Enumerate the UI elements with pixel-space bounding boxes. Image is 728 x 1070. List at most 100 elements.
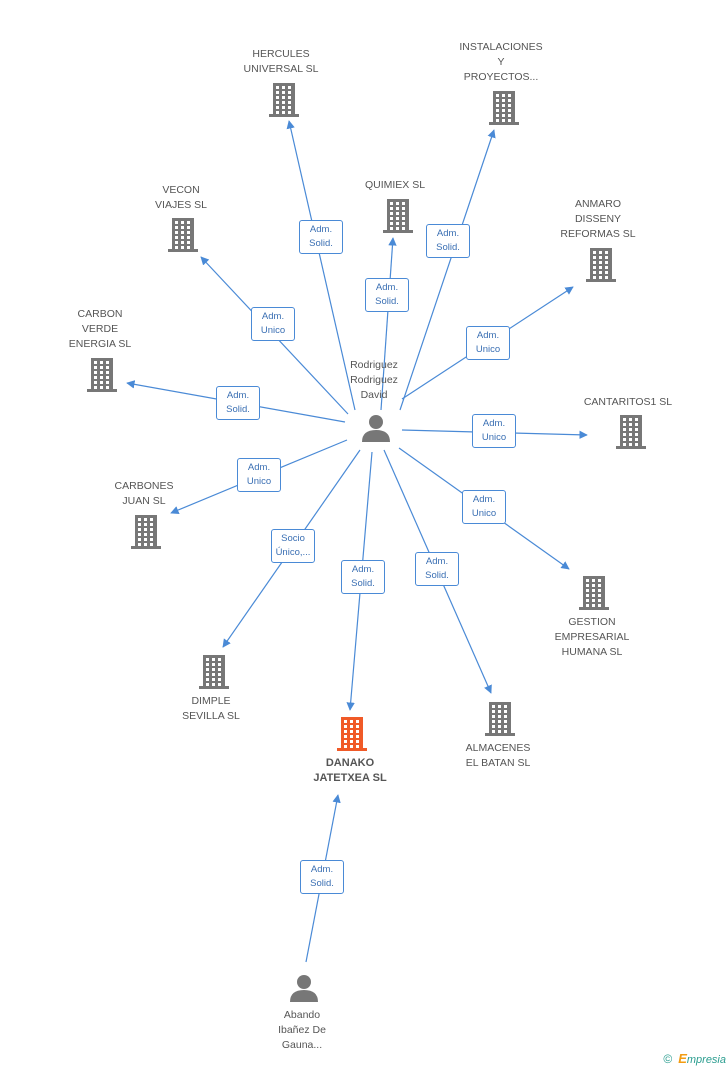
- building-icon-danako[interactable]: [337, 717, 367, 751]
- edge-label-line: Adm.: [425, 556, 449, 567]
- node-label-line: DIMPLE: [191, 695, 231, 707]
- building-icon-instalaciones[interactable]: [489, 91, 519, 125]
- edge-label-line: Solid.: [309, 238, 333, 249]
- edge-label-vecon[interactable]: Adm. Unico: [251, 307, 295, 341]
- node-label-line: CANTARITOS1 SL: [583, 396, 673, 408]
- edge-label-gestion[interactable]: Adm. Unico: [462, 490, 506, 524]
- building-icon-vecon[interactable]: [168, 218, 198, 252]
- building-icon-carbon_verde[interactable]: [87, 358, 117, 392]
- node-label-line: PROYECTOS...: [463, 71, 539, 83]
- node-label-line: EMPRESARIAL: [554, 631, 630, 643]
- edge-label-cantaritos[interactable]: Adm.Unico: [472, 414, 516, 448]
- edge-label-danako[interactable]: Adm. Solid.: [341, 560, 385, 594]
- edge-label-danako[interactable]: Adm.Solid.: [300, 860, 344, 894]
- edge-label-line: Adm.: [472, 494, 496, 505]
- edge-label-line: Socio: [281, 533, 305, 544]
- copyright-icon: ©: [663, 1052, 673, 1066]
- node-label-line: DISSENY: [574, 213, 622, 225]
- edge-label-line: Solid.: [425, 570, 449, 581]
- person-icon-abando[interactable]: [290, 975, 318, 1002]
- building-icon-quimiex[interactable]: [383, 199, 413, 233]
- person-icon-rodriguez[interactable]: [362, 415, 390, 442]
- node-label-line: Gauna...: [281, 1039, 323, 1051]
- edge-label-line: Unico: [475, 344, 501, 355]
- node-label-line: ENERGIA SL: [68, 338, 132, 350]
- edge-label-line: Adm.: [247, 462, 271, 473]
- edge-label-line: Unico: [260, 325, 286, 336]
- node-label-instalaciones[interactable]: INSTALACIONES Y PROYECTOS...: [459, 40, 542, 85]
- node-label-line: ALMACENES: [465, 742, 531, 754]
- edge-label-line: Adm.: [476, 330, 500, 341]
- node-label-line: HUMANA SL: [561, 646, 623, 658]
- edge-label-line: Único,...: [275, 547, 311, 558]
- edge-label-instalaciones[interactable]: Adm. Solid.: [426, 224, 470, 258]
- edge-label-line: Adm.: [309, 224, 333, 235]
- node-label-line: INSTALACIONES: [459, 41, 543, 53]
- node-label-line: HERCULES: [252, 48, 310, 60]
- building-icon-carbones[interactable]: [131, 515, 161, 549]
- node-label-line: ANMARO: [574, 198, 622, 210]
- node-label-line: REFORMAS SL: [560, 228, 636, 240]
- edge-label-line: Solid.: [351, 578, 375, 589]
- edge-label-line: Solid.: [375, 296, 399, 307]
- edge-rodriguez-to-hercules: [286, 120, 356, 411]
- building-icon-almacenes[interactable]: [485, 702, 515, 736]
- node-label-dimple[interactable]: DIMPLE SEVILLA SL: [182, 694, 240, 724]
- node-label-line: Ibañez De: [278, 1024, 326, 1036]
- node-label-line: UNIVERSAL SL: [243, 63, 319, 75]
- node-label-line: David: [360, 389, 388, 401]
- edge-label-carbones[interactable]: Adm. Unico: [237, 458, 281, 492]
- node-label-carbones[interactable]: CARBONES JUAN SL: [115, 479, 174, 509]
- node-label-quimiex[interactable]: QUIMIEX SL: [365, 178, 425, 193]
- edge-label-line: Unico: [246, 476, 272, 487]
- node-label-line: Rodriguez: [350, 374, 398, 386]
- node-label-line: VIAJES SL: [155, 199, 207, 211]
- building-icon-dimple[interactable]: [199, 655, 229, 689]
- node-label-line: GESTION: [568, 616, 616, 628]
- node-label-cantaritos[interactable]: CANTARITOS1 SL: [584, 395, 672, 410]
- edge-label-line: Adm.: [226, 390, 250, 401]
- node-label-line: CARBONES: [114, 480, 174, 492]
- node-label-line: DANAKO: [325, 757, 375, 769]
- building-icon-gestion[interactable]: [579, 576, 609, 610]
- edge-label-line: Adm.: [310, 864, 334, 875]
- node-label-vecon[interactable]: VECON VIAJES SL: [155, 183, 207, 213]
- node-label-line: QUIMIEX SL: [364, 179, 426, 191]
- node-label-line: SEVILLA SL: [182, 710, 240, 722]
- node-label-line: JATETXEA SL: [313, 772, 387, 784]
- node-label-line: VECON: [162, 184, 200, 196]
- edge-label-carbon_verde[interactable]: Adm. Solid.: [216, 386, 260, 420]
- edge-label-quimiex[interactable]: Adm.Solid.: [365, 278, 409, 312]
- node-label-line: CARBON: [77, 308, 123, 320]
- node-label-line: JUAN SL: [122, 495, 166, 507]
- node-label-almacenes[interactable]: ALMACENES EL BATAN SL: [466, 741, 531, 771]
- edge-label-anmaro[interactable]: Adm. Unico: [466, 326, 510, 360]
- node-label-line: Y: [497, 56, 505, 68]
- building-icon-hercules[interactable]: [269, 83, 299, 117]
- edge-label-line: Solid.: [436, 242, 460, 253]
- edge-label-line: Adm.: [261, 311, 285, 322]
- edge-label-line: Adm.: [436, 228, 460, 239]
- node-label-gestion[interactable]: GESTION EMPRESARIAL HUMANA SL: [555, 615, 630, 660]
- edge-rodriguez-to-quimiex: [380, 237, 397, 411]
- edge-label-almacenes[interactable]: Adm. Solid.: [415, 552, 459, 586]
- building-icon-cantaritos[interactable]: [616, 415, 646, 449]
- edge-label-hercules[interactable]: Adm. Solid.: [299, 220, 343, 254]
- node-label-danako[interactable]: DANAKO JATETXEA SL: [313, 756, 386, 786]
- edge-label-line: Solid.: [226, 404, 250, 415]
- edge-label-line: Adm.: [351, 564, 375, 575]
- node-label-anmaro[interactable]: ANMARO DISSENY REFORMAS SL: [560, 197, 635, 242]
- node-label-line: Abando: [283, 1009, 321, 1021]
- edge-rodriguez-to-instalaciones: [399, 129, 496, 411]
- node-label-line: EL BATAN SL: [465, 757, 531, 769]
- edge-label-line: Unico: [481, 432, 507, 443]
- node-label-hercules[interactable]: HERCULES UNIVERSAL SL: [244, 47, 319, 77]
- building-icon-anmaro[interactable]: [586, 248, 616, 282]
- edge-label-line: Unico: [471, 508, 497, 519]
- node-label-line: Rodriguez: [350, 359, 398, 371]
